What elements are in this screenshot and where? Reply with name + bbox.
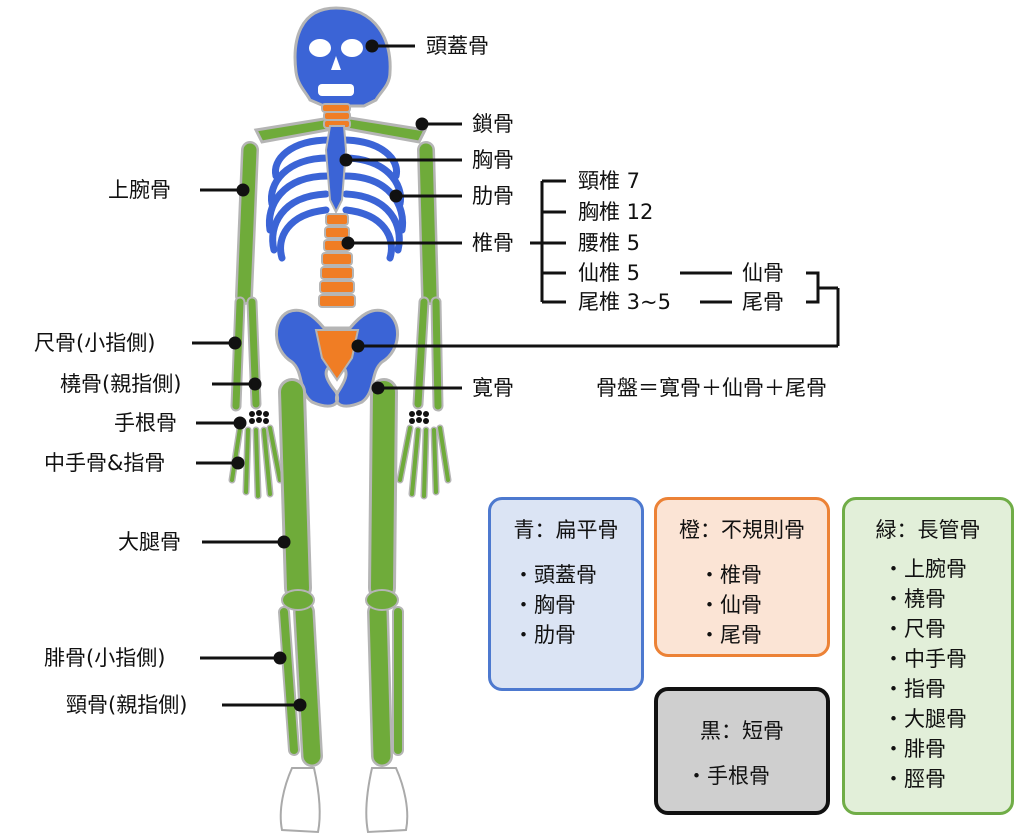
label-metacarpal: 中手骨&指骨 [44, 451, 166, 475]
leg-bones [278, 378, 404, 767]
foot-bones [279, 767, 409, 834]
label-lumbar: 腰椎 5 [578, 231, 641, 255]
pelvis [275, 308, 399, 408]
legend-long-bones: 緑：長管骨 上腕骨 橈骨 尺骨 中手骨 指骨 大腿骨 腓骨 脛骨 [842, 497, 1014, 815]
patella [281, 589, 399, 611]
skull [293, 6, 392, 108]
label-clavicle: 鎖骨 [472, 112, 514, 136]
label-carpal: 手根骨 [114, 411, 177, 435]
label-femur: 大腿骨 [118, 530, 181, 554]
legend-irregular-item: 椎骨 [699, 560, 827, 590]
leader-lines [192, 39, 840, 712]
legend-short-bones: 黒：短骨 手根骨 [654, 687, 830, 815]
legend-irregular-item: 尾骨 [699, 620, 827, 650]
label-sacrum: 仙骨 [742, 261, 784, 285]
spine [318, 213, 356, 308]
label-hip: 寛骨 [472, 376, 514, 400]
pelvis-formula: 骨盤＝寛骨＋仙骨＋尾骨 [596, 376, 827, 400]
label-vertebra: 椎骨 [472, 231, 514, 255]
cervical-vertebrae [321, 103, 351, 129]
sternum [324, 125, 348, 215]
label-sternum: 胸骨 [472, 148, 514, 172]
carpal-bones [249, 410, 429, 424]
legend-flat-item: 胸骨 [513, 590, 641, 620]
label-skull: 頭蓋骨 [426, 34, 489, 58]
legend-long-item: 腓骨 [883, 734, 1011, 764]
legend-long-item: 橈骨 [883, 584, 1011, 614]
label-rib: 肋骨 [472, 184, 514, 208]
arm-bones [230, 141, 444, 412]
label-coccyx: 尾骨 [742, 290, 784, 314]
legend-irregular-title: 橙：不規則骨 [679, 518, 805, 542]
label-thoracic: 胸椎 12 [578, 200, 654, 224]
label-humerus: 上腕骨 [108, 178, 171, 202]
legend-long-item: 大腿骨 [883, 704, 1011, 734]
legend-flat-item: 頭蓋骨 [513, 560, 641, 590]
label-cervical: 頸椎 7 [578, 169, 641, 193]
legend-long-item: 脛骨 [883, 764, 1011, 794]
legend-irregular-item: 仙骨 [699, 590, 827, 620]
legend-long-item: 中手骨 [883, 644, 1011, 674]
legend-flat-title: 青：扁平骨 [513, 518, 619, 542]
clavicle [253, 116, 428, 144]
legend-short-item: 手根骨 [686, 761, 826, 791]
legend-flat-item: 肋骨 [513, 620, 641, 650]
legend-long-item: 尺骨 [883, 614, 1011, 644]
legend-long-title: 緑：長管骨 [875, 518, 981, 542]
legend-flat-bones: 青：扁平骨 頭蓋骨 胸骨 肋骨 [488, 497, 644, 691]
label-coccygeal: 尾椎 3~5 [578, 290, 671, 314]
legend-short-title: 黒：短骨 [700, 719, 784, 743]
label-ulna: 尺骨(小指側) [34, 331, 156, 355]
legend-long-item: 指骨 [883, 674, 1011, 704]
hand-bones [228, 424, 452, 500]
legend-long-item: 上腕骨 [883, 554, 1011, 584]
label-tibia: 頸骨(親指側) [66, 693, 188, 717]
label-radius: 橈骨(親指側) [60, 372, 182, 396]
legend-irregular-bones: 橙：不規則骨 椎骨 仙骨 尾骨 [654, 497, 830, 657]
label-fibula: 腓骨(小指側) [44, 646, 166, 670]
label-sacral: 仙椎 5 [578, 261, 641, 285]
